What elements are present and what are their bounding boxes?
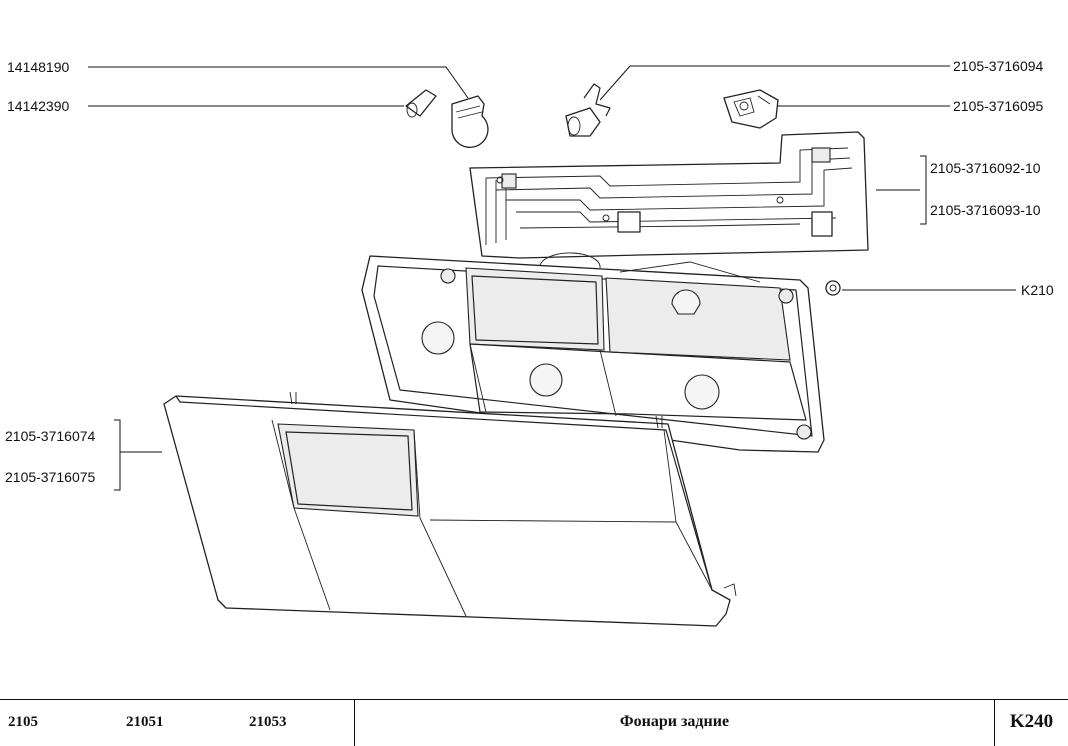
- part-label-socket-single: 2105-3716094: [953, 58, 1044, 74]
- part-label-board-right: 2105-3716093-10: [930, 202, 1041, 218]
- leader-lines: [88, 65, 1016, 491]
- socket-double-drawing: [723, 89, 779, 129]
- socket-single-drawing: [565, 83, 611, 137]
- lamp-housing-drawing: [361, 252, 825, 453]
- lamp-lens-drawing: [163, 391, 737, 627]
- bulb-large-drawing: [451, 95, 489, 148]
- sheet-title: Фонари задние: [619, 713, 730, 730]
- divider: [354, 700, 355, 746]
- model-code: 21053: [249, 713, 287, 730]
- nut-drawing: [825, 280, 841, 296]
- part-label-nut: K210: [1021, 282, 1054, 298]
- bulb-small-drawing: [405, 89, 437, 118]
- part-label-board-left: 2105-3716092-10: [930, 160, 1041, 176]
- divider: [994, 700, 995, 746]
- title-block: 2105 21051 21053 Фонари задние K240: [0, 699, 1068, 746]
- part-label-bulb-small: 14142390: [7, 98, 70, 114]
- part-label-lamp-right: 2105-3716075: [5, 469, 96, 485]
- part-label-lamp-left: 2105-3716074: [5, 428, 96, 444]
- circuit-board-drawing: [469, 131, 869, 259]
- sheet-code: K240: [1009, 711, 1054, 732]
- part-label-socket-double: 2105-3716095: [953, 98, 1044, 114]
- part-label-bulb-large: 14148190: [7, 59, 70, 75]
- model-code: 21051: [126, 713, 164, 730]
- model-code: 2105: [8, 713, 38, 730]
